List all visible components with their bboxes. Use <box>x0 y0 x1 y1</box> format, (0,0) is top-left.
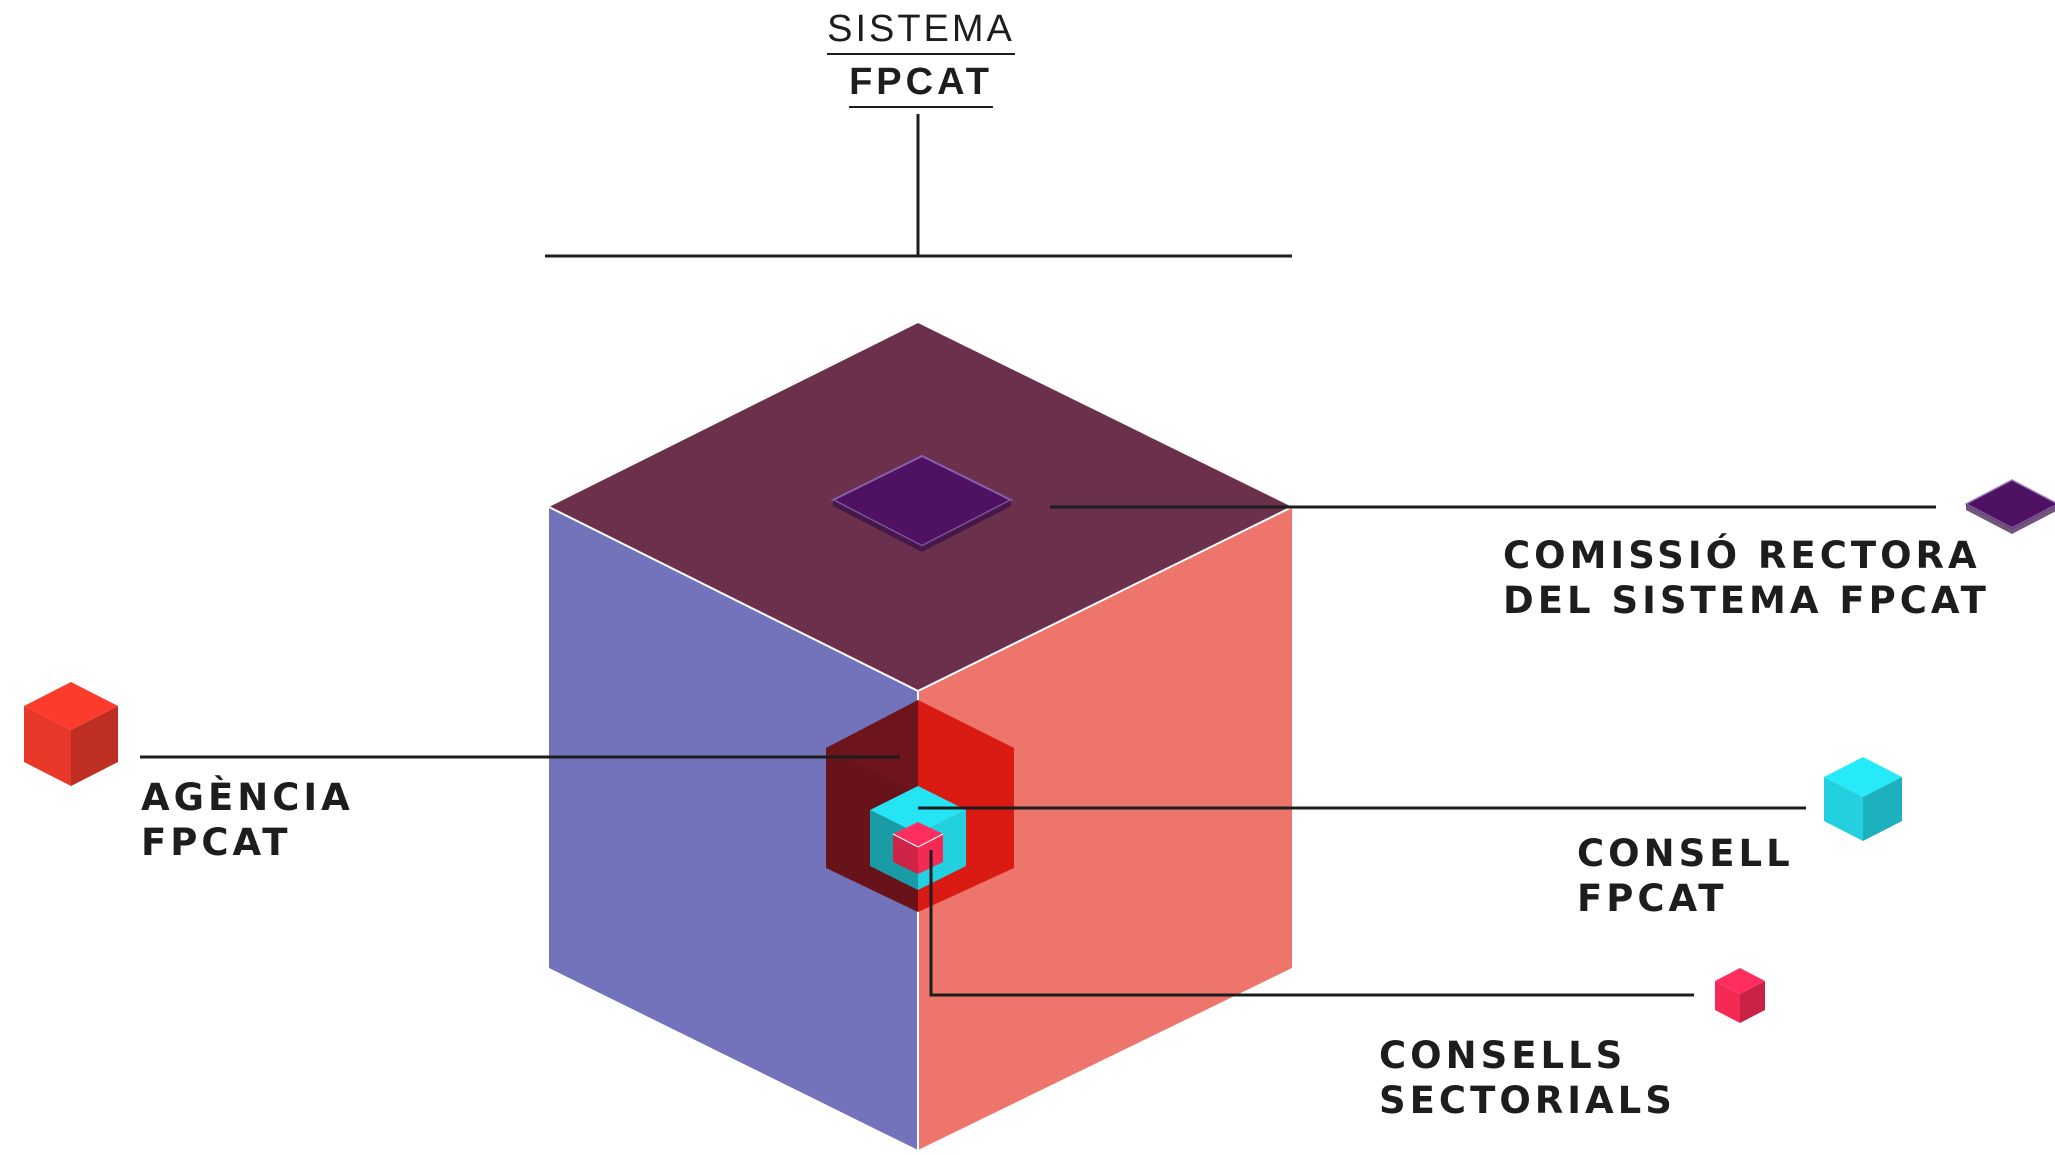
consells-sectorials-connector-line <box>929 850 1694 997</box>
agencia-label: AGÈNCIA FPCAT <box>141 775 354 865</box>
comissio-diamond-icon <box>830 454 1014 552</box>
title-line-2: FPCAT <box>849 61 993 108</box>
consells-sectorials-legend-icon <box>1715 968 1765 1023</box>
title-line-1: SISTEMA <box>827 8 1015 55</box>
system-title: SISTEMA FPCAT <box>821 8 1021 108</box>
agencia-label-line-2: FPCAT <box>141 821 292 865</box>
comissio-legend-icon <box>1964 479 2055 534</box>
consells-sectorials-label: CONSELLS SECTORIALS <box>1379 1033 1676 1123</box>
comissio-label: COMISSIÓ RECTORA DEL SISTEMA FPCAT <box>1503 533 1990 623</box>
consell-label-line-1: CONSELL <box>1577 832 1794 875</box>
consells-sectorials-label-line-1: CONSELLS <box>1379 1034 1627 1077</box>
consell-label: CONSELL FPCAT <box>1577 831 1794 921</box>
consells-sectorials-label-line-2: SECTORIALS <box>1379 1079 1676 1123</box>
comissio-label-line-1: COMISSIÓ RECTORA <box>1503 534 1981 577</box>
agencia-label-line-1: AGÈNCIA <box>141 776 354 819</box>
agencia-legend-icon <box>24 682 118 786</box>
cube-left-face <box>549 507 918 1150</box>
consell-label-line-2: FPCAT <box>1577 877 1728 921</box>
consell-legend-icon <box>1824 757 1902 841</box>
comissio-label-line-2: DEL SISTEMA FPCAT <box>1503 579 1990 623</box>
cube-right-face <box>918 507 1292 1150</box>
